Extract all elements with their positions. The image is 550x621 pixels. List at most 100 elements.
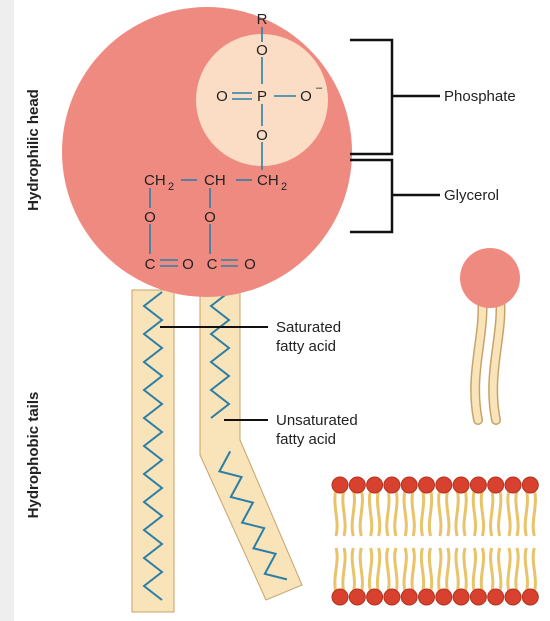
bilayer-tail (506, 489, 512, 537)
bilayer-tail (427, 489, 434, 537)
bilayer-tail (385, 489, 391, 537)
bilayer-tail (341, 547, 347, 593)
bilayer-tail (350, 547, 356, 593)
carbonyl-carbon-right: C (207, 256, 218, 273)
bilayer-tail (419, 547, 426, 593)
ester-oxygen-right: O (204, 209, 216, 226)
bilayer-tail (489, 547, 495, 593)
carbonyl-oxygen-right: O (244, 256, 256, 273)
bilayer-tail (497, 547, 503, 593)
bilayer-tail (471, 489, 478, 537)
bilayer-head (366, 476, 384, 494)
bilayer-tail (437, 489, 443, 537)
bilayer-head (418, 588, 435, 606)
bilayer-tail (385, 547, 391, 593)
ch-middle: CH (204, 172, 226, 189)
bilayer-head (521, 476, 539, 494)
ch2-left: CH (144, 172, 166, 189)
bilayer-tail (402, 489, 408, 537)
ester-oxygen-left: O (144, 209, 156, 226)
phospholipid-icon (460, 248, 520, 425)
bilayer-tail (445, 547, 451, 593)
bilayer-head (452, 588, 470, 606)
phosphate-label: Phosphate (444, 88, 516, 105)
phosphorus: P (257, 88, 267, 105)
bilayer-tail (462, 489, 468, 537)
glycerol-bracket (350, 158, 440, 234)
bilayer-tail (393, 547, 399, 593)
bilayer-head (452, 476, 470, 494)
bilayer-tail (531, 547, 537, 593)
bilayer-tail (358, 489, 364, 537)
bilayer-tail (402, 547, 408, 593)
bilayer-tail (375, 547, 382, 593)
bilayer-head (521, 588, 539, 606)
bilayer-head (400, 476, 418, 494)
carbonyl-oxygen-left: O (182, 256, 194, 273)
chemical-bonds (149, 27, 296, 267)
hydrophilic-head-label: Hydrophilic head (25, 89, 42, 211)
bilayer-tail (367, 489, 374, 537)
bilayer-tail (514, 489, 520, 537)
negative-charge: – (316, 82, 323, 94)
oxygen-anion: O (300, 88, 312, 105)
bilayer-tail (531, 489, 537, 537)
bilayer-tail (350, 489, 356, 537)
bilayer-head (469, 476, 487, 494)
bilayer-head (400, 588, 418, 606)
ch2-left-sub: 2 (168, 181, 174, 193)
glycerol-label: Glycerol (444, 187, 499, 204)
bilayer-head (504, 476, 522, 494)
bilayer-head (504, 588, 522, 606)
bilayer-tail (489, 489, 495, 537)
bilayer-head (435, 588, 453, 606)
saturated-tail (131, 289, 175, 613)
r-group: R (257, 11, 268, 28)
bilayer-head (331, 476, 349, 494)
bilayer-tail (333, 489, 339, 537)
bilayer-head (383, 588, 401, 606)
phospholipid-bilayer (331, 476, 539, 606)
bilayer-tail (375, 489, 382, 537)
bilayer-tail (462, 547, 468, 593)
bilayer-tail (410, 489, 416, 537)
bilayer-tail (419, 489, 426, 537)
phosphate-bracket (350, 38, 440, 156)
bilayer-head (435, 476, 453, 494)
hydrophilic-head-circle (62, 7, 352, 297)
bilayer-head (469, 588, 487, 606)
bilayer-tail (437, 547, 443, 593)
bilayer-tail (479, 489, 486, 537)
bilayer-tail (506, 547, 512, 593)
bilayer-tail (341, 489, 347, 537)
oxygen-bottom: O (256, 127, 268, 144)
side-band (0, 0, 14, 621)
carbonyl-carbon-left: C (145, 256, 156, 273)
bilayer-tail (454, 547, 460, 593)
bilayer-tail (514, 547, 520, 593)
bilayer-tail (333, 547, 339, 593)
bilayer-tail (427, 547, 434, 593)
saturated-label-2: fatty acid (276, 338, 336, 355)
bilayer-head (348, 588, 366, 606)
bilayer-head (383, 476, 401, 494)
unsaturated-label-2: fatty acid (276, 431, 336, 448)
bilayer-tail (410, 547, 416, 593)
unsaturated-label-1: Unsaturated (276, 412, 358, 429)
bilayer-head (418, 476, 435, 494)
bilayer-tail (471, 547, 478, 593)
bilayer-tail (479, 547, 486, 593)
bilayer-tail (523, 547, 529, 593)
bilayer-head (331, 588, 349, 606)
bilayer-tail (445, 489, 451, 537)
bilayer-tail (454, 489, 460, 537)
bilayer-head (487, 476, 505, 494)
bilayer-tail (497, 489, 503, 537)
bilayer-tail (523, 489, 529, 537)
hydrophobic-tails-label: Hydrophobic tails (25, 392, 42, 519)
bilayer-tail (393, 489, 399, 537)
bilayer-head (487, 588, 505, 606)
saturated-label-1: Saturated (276, 319, 341, 336)
chemical-formula: R O O P O – O CH 2 CH CH 2 O O C O C O (144, 11, 323, 273)
